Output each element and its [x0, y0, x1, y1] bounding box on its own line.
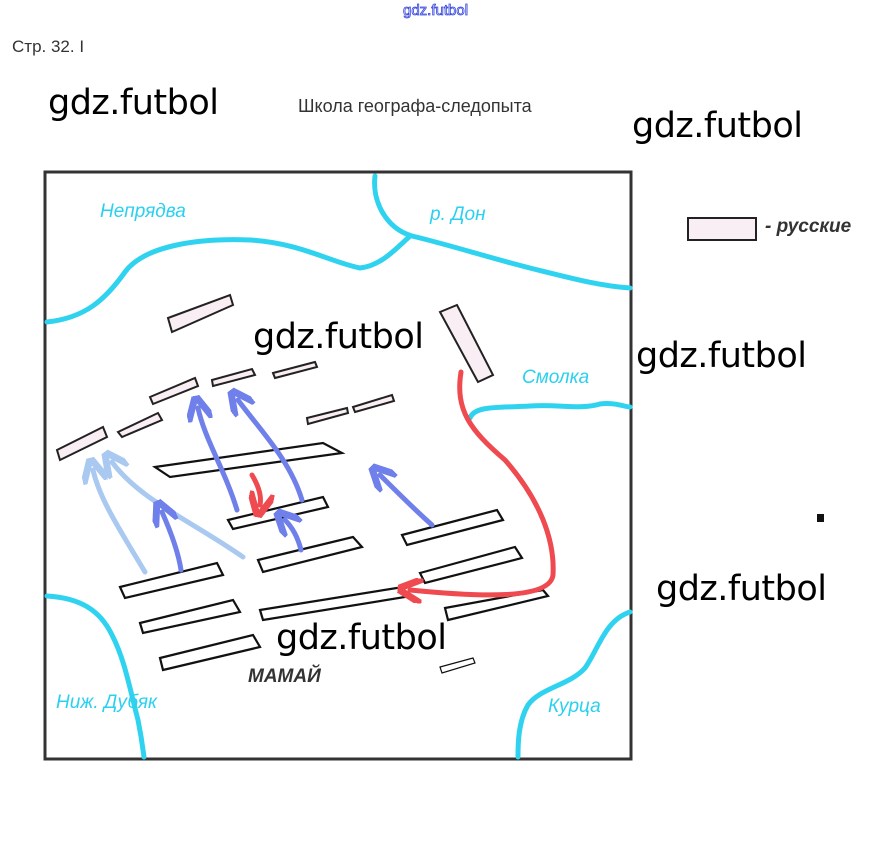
blue-arrow	[285, 520, 304, 553]
russian-ambush-regiment	[438, 303, 495, 384]
dot-mark	[817, 514, 824, 522]
lightblue-arrow	[93, 470, 148, 575]
legend-russian-label: - русские	[765, 216, 852, 237]
watermark: gdz.futbol	[636, 336, 807, 376]
river-kurtsa	[515, 609, 633, 760]
river-label-nepryadva: Непрядва	[100, 201, 186, 222]
russian-regiment	[166, 293, 235, 334]
river-nepryadva	[44, 233, 413, 325]
legend-russian-swatch	[687, 217, 757, 241]
watermark-top: gdz.futbol	[403, 2, 469, 20]
mamai-troop	[400, 508, 505, 547]
river-smolka	[467, 401, 633, 421]
mamai-troop	[256, 535, 365, 574]
mamai-troop	[118, 561, 225, 600]
mamai-troop	[158, 633, 262, 672]
russian-regiment	[55, 425, 109, 462]
river-don	[372, 173, 633, 291]
river-label-kurtsa: Курца	[548, 696, 601, 717]
russian-regiment	[271, 360, 319, 380]
russian-regiment	[116, 411, 164, 439]
river-label-don: р. Дон	[430, 204, 486, 225]
blue-arrow	[162, 512, 184, 573]
mamai-troop	[439, 657, 476, 674]
mamai-troop	[138, 598, 242, 635]
russian-regiment	[210, 367, 257, 388]
blue-arrow	[198, 408, 240, 513]
watermark: gdz.futbol	[276, 618, 447, 658]
watermark: gdz.futbol	[632, 106, 803, 146]
page-title: Школа географа-следопыта	[298, 96, 532, 116]
russian-regiment	[305, 406, 350, 426]
mamai-label: МАМАЙ	[248, 666, 321, 687]
blue-arrow	[380, 475, 435, 528]
red-arrow	[252, 472, 261, 505]
river-label-nizh-dubyak: Ниж. Дубяк	[56, 692, 158, 713]
river-label-smolka: Смолка	[522, 367, 590, 388]
blue-arrow	[238, 400, 305, 503]
river-nizh-dubyak	[44, 593, 147, 760]
page-reference: Стр. 32. I	[12, 37, 85, 56]
mamai-troop	[151, 441, 346, 479]
watermark: gdz.futbol	[253, 317, 424, 357]
red-ambush-arrow	[410, 369, 556, 595]
watermark: gdz.futbol	[656, 569, 827, 609]
russian-regiment	[351, 393, 396, 414]
watermark: gdz.futbol	[48, 83, 219, 123]
russian-regiment	[148, 376, 200, 406]
